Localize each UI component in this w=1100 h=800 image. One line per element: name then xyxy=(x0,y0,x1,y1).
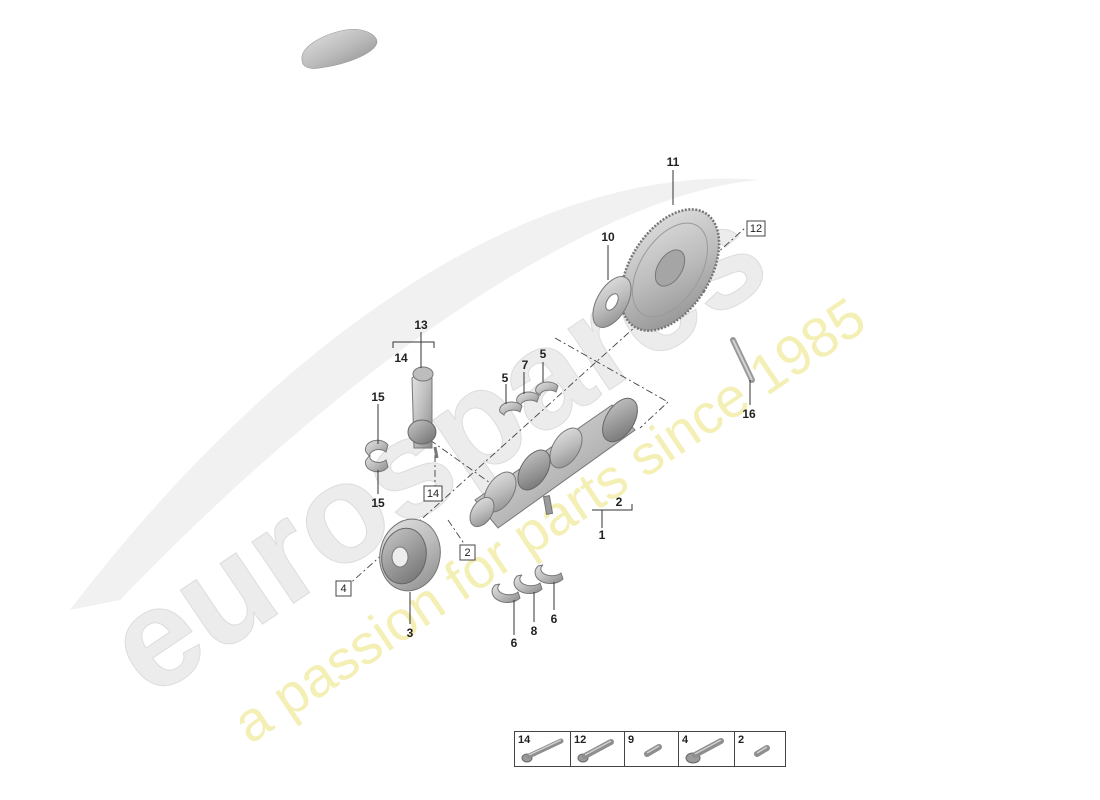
boxed-reference-2: 2 xyxy=(459,544,476,561)
fastener-number: 2 xyxy=(738,734,745,746)
fastener-reference-table: 14 12 9 4 2 xyxy=(514,731,786,767)
crankshaft xyxy=(469,397,638,529)
assembly-guide-lines xyxy=(344,227,746,589)
svg-text:14: 14 xyxy=(427,488,439,500)
fastener-number: 9 xyxy=(628,734,635,746)
flange-bolt-icon xyxy=(685,738,724,764)
fastener-number: 14 xyxy=(518,734,531,746)
watermark: eurospares a passion for parts since 198… xyxy=(70,172,876,755)
fastener-cell-2: 2 xyxy=(735,732,785,766)
watermark-swoosh xyxy=(70,178,760,610)
leader-lines xyxy=(377,170,751,635)
svg-text:4: 4 xyxy=(340,583,346,595)
callout-11: 11 xyxy=(667,155,680,169)
callout-8: 8 xyxy=(531,624,538,638)
callout-6b: 6 xyxy=(551,612,558,626)
fastener-number: 4 xyxy=(682,734,689,746)
callout-10: 10 xyxy=(601,230,615,244)
callout-16: 16 xyxy=(742,407,756,421)
callout-15b: 15 xyxy=(371,496,385,510)
callout-1: 1 xyxy=(599,528,606,542)
fastener-cell-14: 14 xyxy=(515,732,571,766)
callout-6a: 6 xyxy=(511,636,518,650)
callout-5b: 5 xyxy=(540,347,547,361)
main-bearing-shells-lower xyxy=(491,564,564,603)
fastener-cell-4: 4 xyxy=(679,732,735,766)
boxed-reference-4: 4 xyxy=(335,580,352,597)
fastener-number: 12 xyxy=(574,734,587,746)
vehicle-silhouette-icon xyxy=(301,29,378,69)
long-hex-bolt-icon xyxy=(521,738,564,763)
callout-5a: 5 xyxy=(502,371,509,385)
fastener-cell-12: 12 xyxy=(571,732,625,766)
fastener-cell-9: 9 xyxy=(625,732,679,766)
flywheel xyxy=(619,208,721,332)
callout-15a: 15 xyxy=(371,390,385,404)
callout-3: 3 xyxy=(407,626,414,640)
short-dowel-pin-icon xyxy=(754,745,770,757)
callout-14: 14 xyxy=(394,351,408,365)
socket-cap-bolt-icon xyxy=(577,739,614,763)
svg-text:2: 2 xyxy=(464,547,470,559)
svg-text:12: 12 xyxy=(750,223,762,235)
crankshaft-pulley xyxy=(379,518,441,592)
boxed-reference-14: 14 xyxy=(423,485,443,502)
callout-2: 2 xyxy=(616,495,623,509)
callout-7: 7 xyxy=(522,358,529,372)
main-bearing-shells-upper xyxy=(499,381,559,416)
callout-13: 13 xyxy=(414,318,428,332)
connecting-rod xyxy=(407,366,439,459)
rod-bearing-shells xyxy=(364,439,389,473)
flywheel-bolt xyxy=(730,337,755,383)
dowel-pin-icon xyxy=(644,744,662,757)
drive-plate xyxy=(592,276,632,328)
boxed-reference-12: 12 xyxy=(746,220,766,237)
